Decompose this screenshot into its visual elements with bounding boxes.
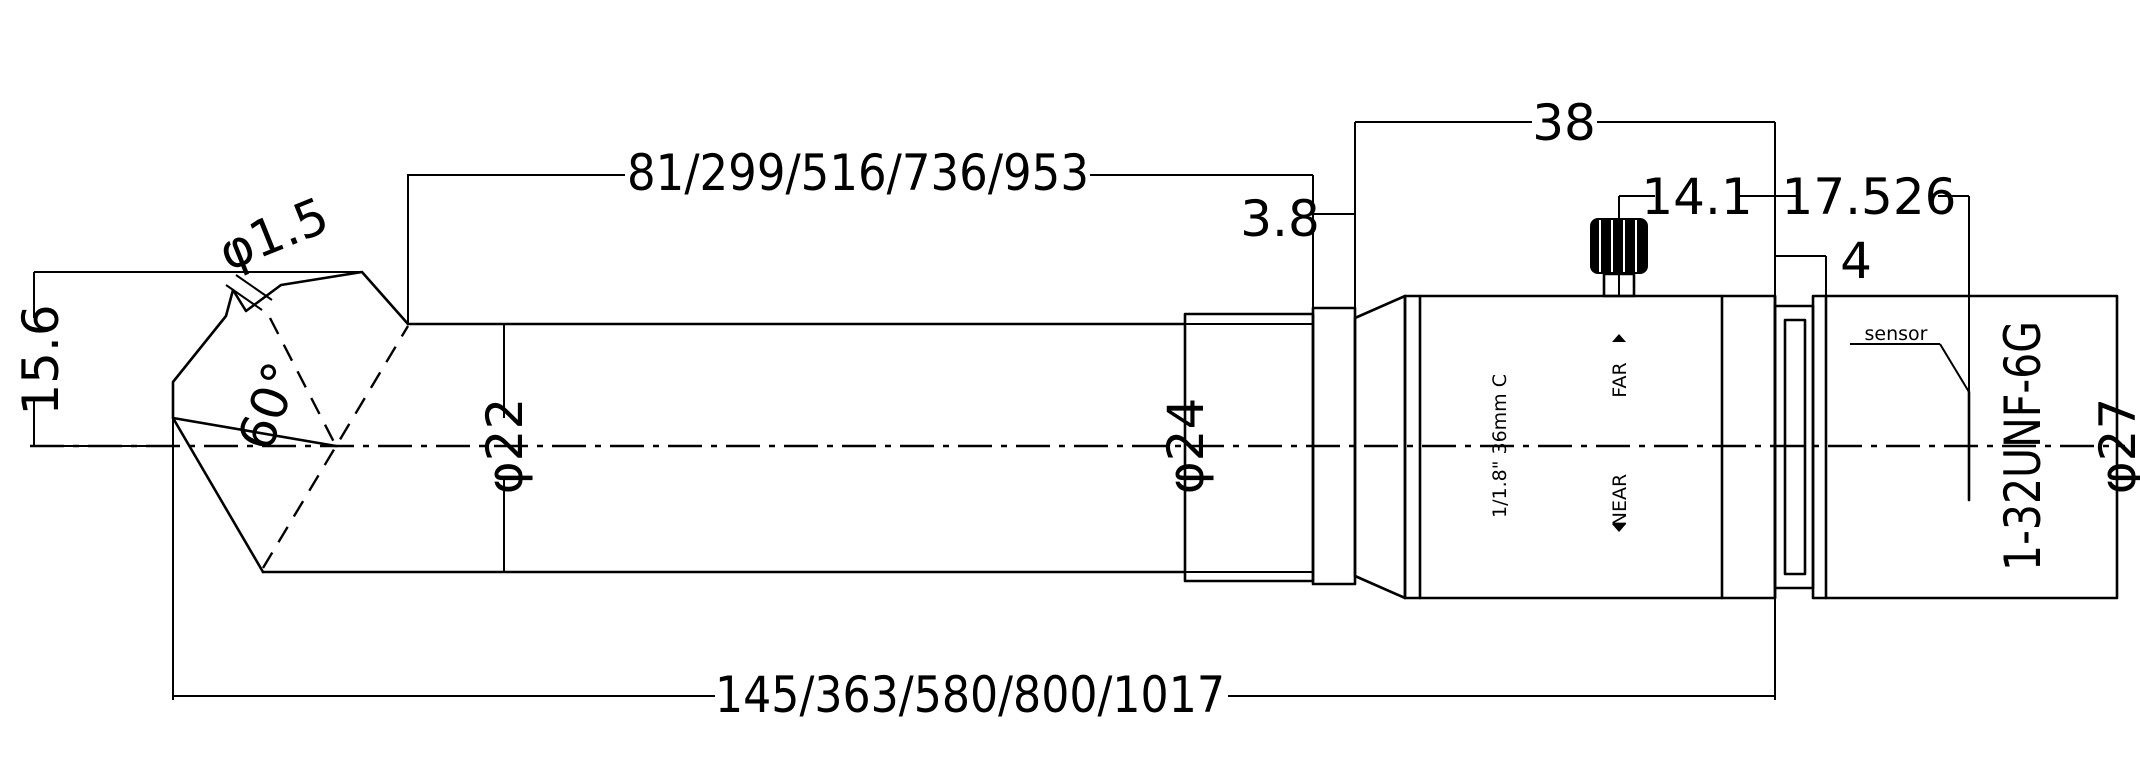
thread-label: 1-32UNF-6G: [1994, 321, 2052, 571]
flange-distance-label: 17.526: [1782, 168, 1957, 226]
lens-body: [1353, 294, 2119, 600]
dim-prism-height: [33, 271, 362, 447]
dim-flange-distance: [1775, 195, 1970, 392]
window-diameter-label: φ1.5: [211, 186, 337, 282]
lens-spec-label: 1/1.8" 36mm C: [1489, 374, 1511, 518]
knob-position-label: 14.1: [1641, 168, 1752, 226]
focus-knob-icon[interactable]: [1590, 218, 1648, 298]
dim-body-length: [1354, 121, 1776, 318]
sensor-label: sensor: [1865, 323, 1928, 345]
near-label: NEAR: [1609, 474, 1631, 526]
collar-diameter-label: φ24: [1157, 398, 1215, 495]
dim-knob-position: [1618, 195, 1775, 218]
tube-diameter-label: φ22: [476, 398, 534, 495]
prism-head: [171, 270, 410, 574]
far-label: FAR: [1609, 362, 1631, 397]
mount-step-label: 4: [1840, 232, 1872, 290]
dim-overall-length: [172, 418, 1776, 700]
collar-label: 3.8: [1240, 190, 1320, 248]
tube-length-label: 81/299/516/736/953: [627, 144, 1089, 202]
dim-mount-step: [1775, 255, 1827, 296]
dim-tube-length: [407, 174, 1314, 324]
prism-angle-label: 60°: [227, 355, 312, 458]
tube: [261, 322, 1187, 574]
sensor: [1850, 343, 1971, 502]
prism-height-label: 15.6: [12, 304, 70, 415]
far-arrow-icon: [1612, 334, 1626, 342]
body-length-label: 38: [1532, 94, 1596, 152]
near-arrow-icon: [1612, 524, 1626, 532]
body-diameter-label: φ27: [2089, 398, 2140, 495]
overall-length-label: 145/363/580/800/1017: [715, 666, 1225, 724]
